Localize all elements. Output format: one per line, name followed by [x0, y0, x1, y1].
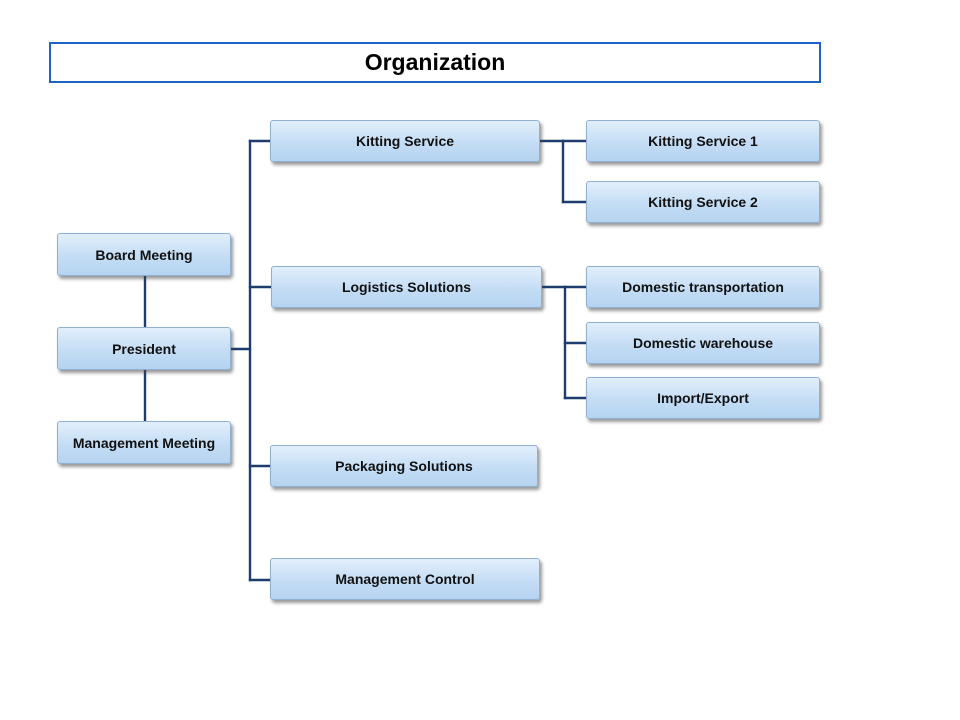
- node-management-control: Management Control: [270, 558, 540, 600]
- node-packaging-solutions: Packaging Solutions: [270, 445, 538, 487]
- node-kitting-service: Kitting Service: [270, 120, 540, 162]
- node-kitting-service-2: Kitting Service 2: [586, 181, 820, 223]
- node-domestic-transportation: Domestic transportation: [586, 266, 820, 308]
- node-import-export: Import/Export: [586, 377, 820, 419]
- node-president: President: [57, 327, 231, 370]
- node-management-meeting: Management Meeting: [57, 421, 231, 464]
- node-domestic-warehouse: Domestic warehouse: [586, 322, 820, 364]
- node-board-meeting: Board Meeting: [57, 233, 231, 276]
- node-logistics-solutions: Logistics Solutions: [271, 266, 542, 308]
- node-kitting-service-1: Kitting Service 1: [586, 120, 820, 162]
- page-title: Organization: [49, 42, 821, 83]
